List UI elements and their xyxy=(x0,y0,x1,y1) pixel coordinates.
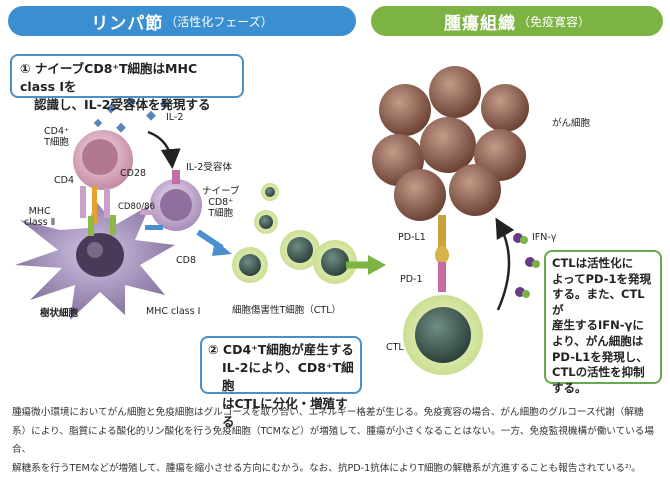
label-ifn-gamma: IFN-γ xyxy=(532,232,556,243)
label-mhc-class2-line2: class Ⅱ xyxy=(24,217,55,228)
label-dendritic-cell: 樹状細胞 xyxy=(40,308,78,319)
pdl1-pd1-complex xyxy=(435,215,449,292)
label-cancer-cell: がん細胞 xyxy=(552,118,590,129)
tumor-line6: PD-L1を発現し、 xyxy=(552,350,654,366)
il2-arrow xyxy=(148,132,172,164)
footer-line1: 腫瘍微小環境においてがん細胞と免疫細胞はグルコースを取り合い、エネルギー格差が生… xyxy=(12,404,660,423)
label-cd80-86: CD80/86 xyxy=(118,202,155,213)
cd4-t-cell xyxy=(73,130,133,190)
step1-line2: 認識し、IL-2受容体を発現する xyxy=(20,96,234,114)
ctl-cluster xyxy=(232,183,357,284)
tumor-line5: より、がん細胞は xyxy=(552,334,654,350)
label-cd4-t-cell-line2: T細胞 xyxy=(44,137,69,148)
label-mhc-class2: MHC class Ⅱ xyxy=(24,206,55,228)
label-ctl-full: 細胞傷害性T細胞（CTL） xyxy=(232,305,341,316)
tumor-line1: CTLは活性化に xyxy=(552,256,654,272)
ctl-cell xyxy=(403,295,483,375)
step1-line1: ① ナイーブCD8⁺T細胞はMHC class Ⅰを xyxy=(20,60,234,96)
tumor-line3: する。また、CTLが xyxy=(552,287,654,318)
tumor-line4: 産生するIFN-γに xyxy=(552,318,654,334)
label-il2-receptor: IL-2受容体 xyxy=(186,162,232,173)
tumor-line7: CTLの活性を抑制 xyxy=(552,365,654,381)
label-il2: IL-2 xyxy=(166,112,183,123)
label-ctl: CTL xyxy=(386,342,404,353)
label-cd4-t-cell: CD4⁺ T細胞 xyxy=(44,126,69,148)
label-naive-cd8: ナイーブ CD8⁺ T細胞 xyxy=(202,186,239,219)
label-cd28: CD28 xyxy=(120,168,146,179)
label-naive-cd8-line1: ナイーブ xyxy=(202,186,239,197)
tumor-explanation-box: CTLは活性化に よってPD-1を発現 する。また、CTLが 産生するIFN-γ… xyxy=(544,250,662,384)
step2-line2: IL-2により、CD8⁺T細胞 xyxy=(208,359,354,395)
step2-box: ② CD4⁺T細胞が産生する IL-2により、CD8⁺T細胞 はCTLに分化・増… xyxy=(200,336,362,394)
footer-line3: 解糖系を行うTEMなどが増殖して、腫瘍を縮小させる方向にむかう。なお、抗PD-1… xyxy=(12,460,660,478)
step1-box: ① ナイーブCD8⁺T細胞はMHC class Ⅰを 認識し、IL-2受容体を発… xyxy=(10,54,244,98)
ifn-arrow xyxy=(498,222,509,310)
label-naive-cd8-line2: CD8⁺ xyxy=(202,197,239,208)
label-cd4: CD4 xyxy=(54,175,74,186)
label-naive-cd8-line3: T細胞 xyxy=(202,208,239,219)
label-mhc-class1: MHC class Ⅰ xyxy=(146,306,200,317)
label-pdl1: PD-L1 xyxy=(398,232,426,243)
footer-line2: 系）により、脂質による酸化的リン酸化を行う免疫細胞（TCMなど）が増殖して、腫瘍… xyxy=(12,423,660,460)
label-cd4-t-cell-line1: CD4⁺ xyxy=(44,126,69,137)
naive-cd8-t-cell xyxy=(140,170,202,231)
tumor-line2: よってPD-1を発現 xyxy=(552,272,654,288)
label-mhc-class2-line1: MHC xyxy=(24,206,55,217)
label-pd1: PD-1 xyxy=(400,274,423,285)
label-cd8: CD8 xyxy=(176,255,196,266)
cancer-cells xyxy=(372,66,529,221)
tumor-line8: する。 xyxy=(552,381,654,397)
step2-line1: ② CD4⁺T細胞が産生する xyxy=(208,341,354,359)
footer-text: 腫瘍微小環境においてがん細胞と免疫細胞はグルコースを取り合い、エネルギー格差が生… xyxy=(12,404,660,478)
